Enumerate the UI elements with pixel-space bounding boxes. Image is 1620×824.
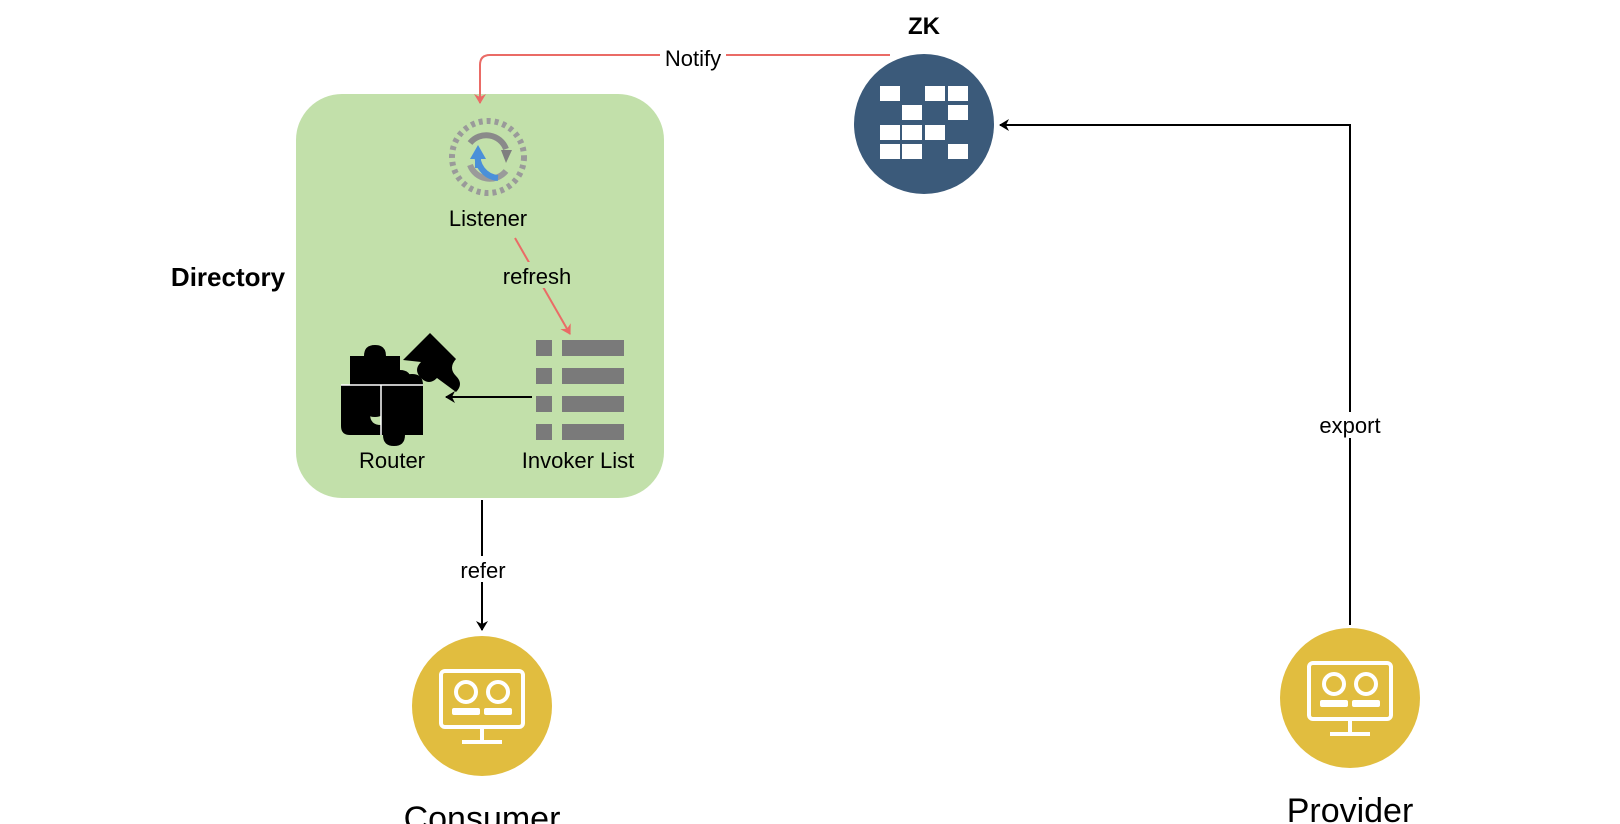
zk-label: ZK <box>908 13 941 40</box>
zookeeper-icon <box>880 86 968 159</box>
monitor-users-icon <box>439 669 525 744</box>
invoker-list-node[interactable]: Invoker List <box>522 340 635 473</box>
monitor-users-icon <box>1307 661 1393 736</box>
refresh-edge: refresh <box>496 237 578 335</box>
provider-label: Provider <box>1287 792 1414 824</box>
export-edge-label: export <box>1319 413 1380 438</box>
zk-circle <box>854 54 994 194</box>
router-label: Router <box>359 448 425 473</box>
directory-label: Directory <box>171 262 286 292</box>
consumer-label: Consumer <box>404 800 561 824</box>
refer-edge-label: refer <box>460 558 505 583</box>
router-node[interactable]: Router <box>341 333 460 473</box>
provider-circle <box>1280 628 1420 768</box>
refer-edge: refer <box>454 500 512 631</box>
consumer-circle <box>412 636 552 776</box>
invoker-list-label: Invoker List <box>522 448 635 473</box>
provider-node[interactable]: Provider <box>1280 628 1420 824</box>
list-icon <box>536 340 624 440</box>
puzzle-icon <box>341 333 460 446</box>
listener-label: Listener <box>449 206 527 231</box>
export-edge: export <box>999 119 1386 625</box>
listener-node[interactable]: Listener <box>449 118 527 231</box>
notify-edge: Notify <box>474 44 890 104</box>
consumer-node[interactable]: Consumer <box>404 636 561 824</box>
notify-edge-label: Notify <box>665 46 721 71</box>
refresh-cycle-icon <box>449 118 527 196</box>
refresh-edge-label: refresh <box>503 264 571 289</box>
zk-node[interactable]: ZK <box>854 13 994 194</box>
